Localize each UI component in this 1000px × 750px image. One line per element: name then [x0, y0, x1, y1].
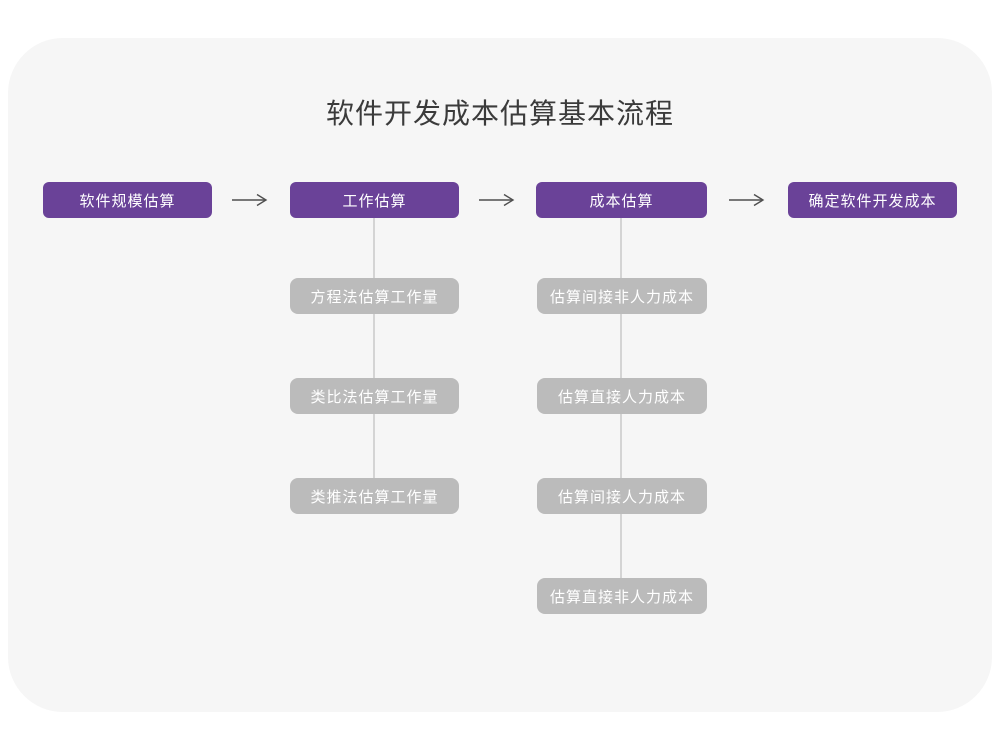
- canvas-card: [8, 38, 992, 712]
- diagram-title: 软件开发成本估算基本流程: [325, 98, 674, 129]
- work-method-label: 类比法估算工作量: [310, 388, 439, 406]
- flow-node-label: 工作估算: [342, 192, 407, 210]
- right-arrow-icon: [728, 192, 768, 208]
- flow-node-label: 确定软件开发成本: [808, 192, 937, 210]
- cost-step-indirect-non-labor-node: 估算间接非人力成本: [537, 278, 707, 314]
- connector-line-work-branch: [373, 218, 375, 480]
- flow-node-cost-estimation: 成本估算: [536, 182, 707, 218]
- work-method-extrapolation-node: 类推法估算工作量: [290, 478, 459, 514]
- flow-node-determine-development-cost: 确定软件开发成本: [788, 182, 957, 218]
- cost-step-label: 估算直接非人力成本: [549, 588, 694, 606]
- cost-step-label: 估算间接人力成本: [557, 488, 686, 506]
- cost-step-direct-non-labor-node: 估算直接非人力成本: [537, 578, 707, 614]
- cost-step-indirect-labor-node: 估算间接人力成本: [537, 478, 707, 514]
- flow-node-label: 软件规模估算: [79, 192, 176, 210]
- work-method-label: 类推法估算工作量: [310, 488, 439, 506]
- work-method-equation-node: 方程法估算工作量: [290, 278, 459, 314]
- cost-step-label: 估算直接人力成本: [557, 388, 686, 406]
- cost-step-direct-labor-node: 估算直接人力成本: [537, 378, 707, 414]
- flow-node-label: 成本估算: [589, 192, 654, 210]
- right-arrow-icon: [231, 192, 271, 208]
- right-arrow-icon: [478, 192, 518, 208]
- flow-node-work-estimation: 工作估算: [290, 182, 459, 218]
- work-method-analogy-node: 类比法估算工作量: [290, 378, 459, 414]
- flow-node-software-scale-estimation: 软件规模估算: [43, 182, 212, 218]
- work-method-label: 方程法估算工作量: [310, 288, 439, 306]
- cost-step-label: 估算间接非人力成本: [549, 288, 694, 306]
